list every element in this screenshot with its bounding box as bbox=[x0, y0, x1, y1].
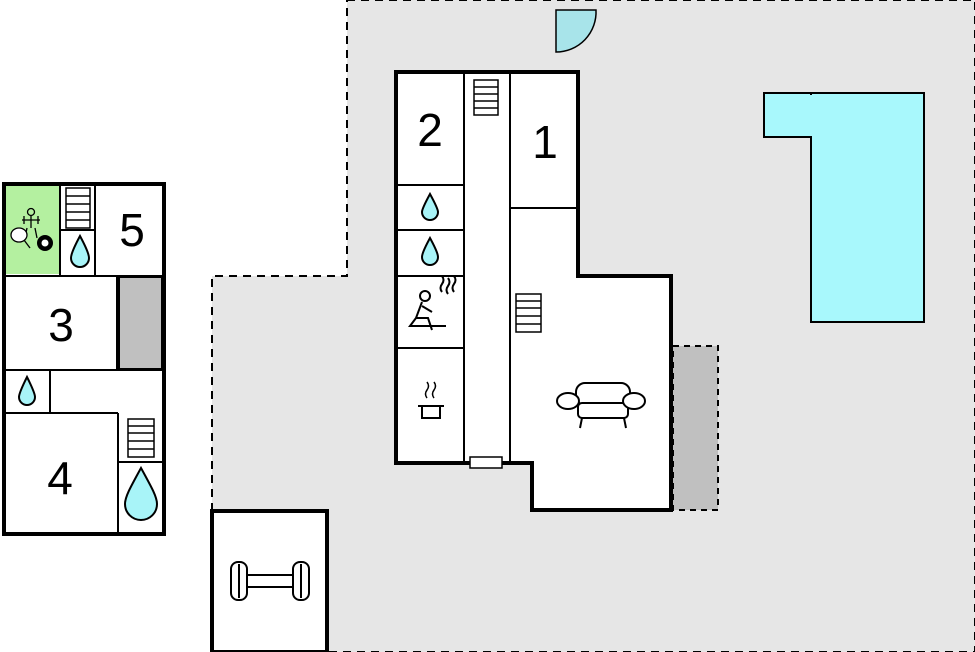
water-drop-icon bbox=[69, 233, 91, 268]
left-house-walls bbox=[4, 186, 164, 534]
hall-door bbox=[469, 456, 503, 469]
table-tennis-icon bbox=[10, 227, 31, 249]
room-label-2: 2 bbox=[417, 104, 443, 156]
carport-left bbox=[117, 276, 163, 370]
water-drop-icon bbox=[420, 191, 440, 221]
stairs-icon bbox=[515, 293, 542, 333]
sofa-icon bbox=[556, 382, 646, 429]
billiard-ball-icon bbox=[37, 235, 53, 251]
pool bbox=[763, 92, 925, 323]
water-drop-icon bbox=[123, 465, 159, 521]
room-label-1: 1 bbox=[532, 116, 558, 168]
main-house-walls bbox=[396, 72, 579, 463]
sauna-icon bbox=[408, 275, 457, 331]
dumbbell-icon bbox=[230, 561, 310, 601]
room-label-4: 4 bbox=[47, 452, 73, 504]
stairs-icon bbox=[127, 418, 155, 458]
water-drop-icon bbox=[420, 235, 440, 266]
room-label-5: 5 bbox=[119, 204, 145, 256]
stairs-icon bbox=[65, 187, 91, 229]
kitchen-pot-icon bbox=[418, 381, 444, 419]
water-drop-icon bbox=[17, 374, 37, 406]
carport-main bbox=[672, 345, 719, 511]
door-icon bbox=[555, 9, 597, 53]
room-label-3: 3 bbox=[48, 299, 74, 351]
stairs-icon bbox=[473, 79, 499, 116]
